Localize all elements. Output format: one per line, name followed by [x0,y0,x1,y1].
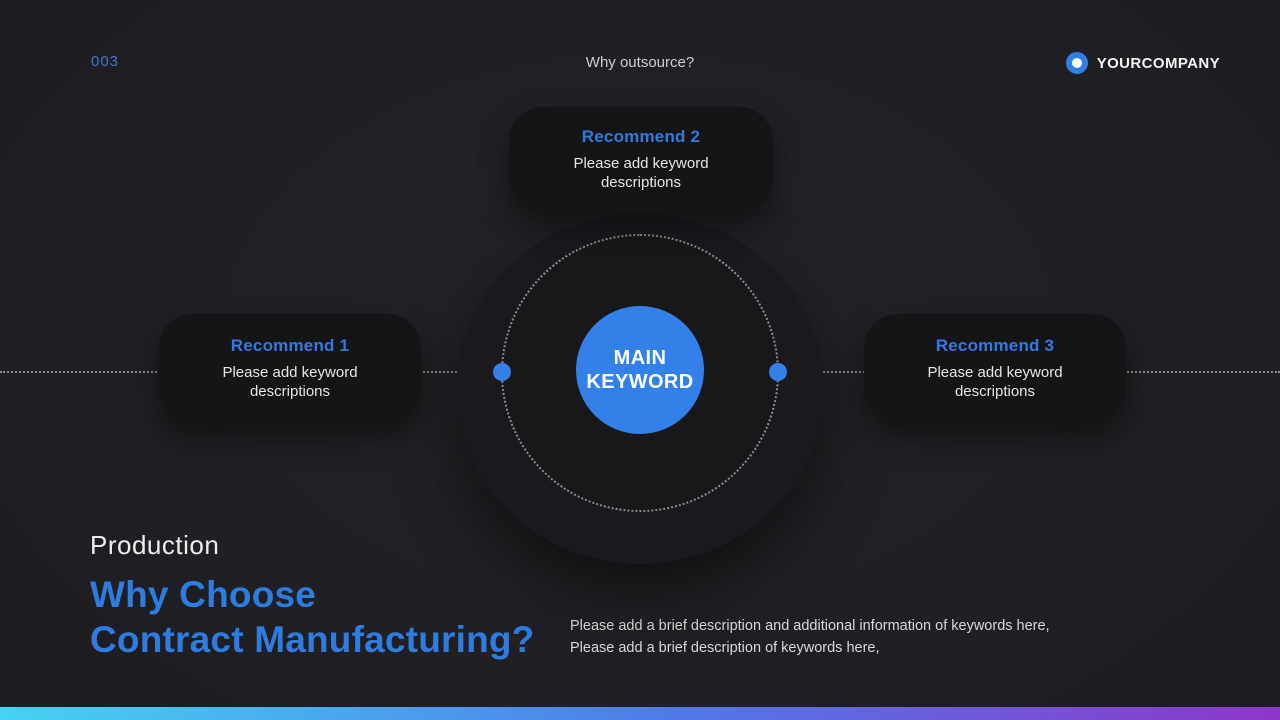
recommend-1-card: Recommend 1 Please add keyword descripti… [159,314,421,423]
recommend-3-body: Please add keyword descriptions [927,364,1063,400]
brand-logo: YOURCOMPANY [1065,52,1220,74]
slide-title-line2: Contract Manufacturing? [90,619,535,660]
ring-logo-icon [1065,52,1088,74]
slide-description-line2: Please add a brief description of keywor… [570,639,880,656]
recommend-3-card: Recommend 3 Please add keyword descripti… [864,314,1126,423]
bottom-gradient-bar [0,707,1280,720]
header-note: Why outsource? [585,54,695,71]
recommend-1-body: Please add keyword descriptions [222,364,358,400]
slide-description: Please add a brief description and addit… [570,616,1050,659]
right-node-dot [769,363,787,381]
main-keyword-line1: MAIN [613,347,667,369]
recommend-2-body: Please add keyword descriptions [573,155,709,191]
recommend-2-card: Recommend 2 Please add keyword descripti… [509,107,773,212]
slide-title-line1: Why Choose [90,574,317,615]
main-keyword-circle: MAIN KEYWORD [576,306,704,434]
main-keyword-line2: KEYWORD [586,371,694,393]
recommend-1-title: Recommend 1 [230,336,350,355]
section-eyebrow: Production [90,530,220,560]
brand-name: YOURCOMPANY [1096,54,1220,72]
recommend-2-title: Recommend 2 [581,127,701,146]
left-node-dot [493,363,511,381]
recommend-3-title: Recommend 3 [935,336,1055,355]
slide-description-line1: Please add a brief description and addit… [570,618,1050,634]
slide-title: Why Choose Contract Manufacturing? [90,572,534,662]
page-number: 003 [91,53,120,70]
